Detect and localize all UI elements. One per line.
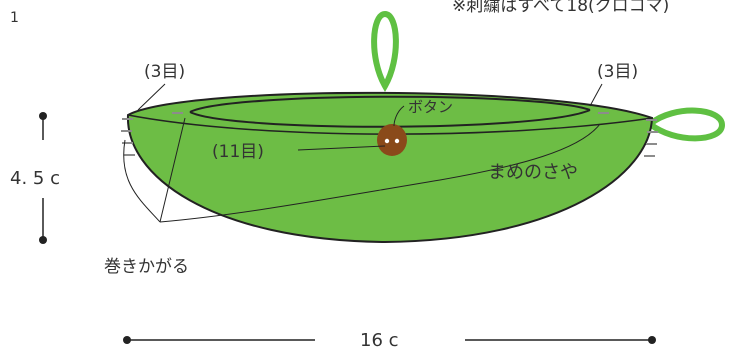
left-whip-stitches (121, 112, 183, 156)
whip-stitch-label: 巻きかがる (104, 257, 189, 277)
top-hanging-loop (371, 10, 399, 93)
center-stitch-label: (11目) (212, 142, 264, 162)
width-dot-right (648, 336, 656, 344)
leader-whip-b (159, 117, 186, 223)
left-stitch-label: (3目) (144, 62, 185, 82)
side-loop (645, 107, 726, 142)
leader-button (393, 105, 405, 127)
leader-left-stitch (137, 83, 166, 111)
button-label: ボタン (408, 98, 453, 116)
leader-lines (123, 83, 603, 223)
button-icon (377, 124, 407, 156)
height-dot-bottom (39, 236, 47, 244)
pod-opening-back (189, 95, 591, 113)
page-number: 1 (10, 10, 19, 26)
right-stitch-label: (3目) (597, 62, 638, 82)
width-label: 16 c (360, 330, 399, 351)
height-dimension (39, 112, 47, 244)
width-dimension (123, 336, 656, 344)
height-label: 4. 5 c (10, 168, 60, 189)
leader-right-stitch (589, 83, 603, 107)
leader-whip-a (123, 139, 161, 223)
pod-name-label: まめのさや (488, 162, 578, 183)
leader-whip-c (159, 123, 601, 223)
leader-center-stitch (297, 145, 386, 151)
right-whip-stitches (598, 112, 658, 157)
embroidery-note: ※刺繍はすべて18(クロコマ) (452, 0, 669, 16)
